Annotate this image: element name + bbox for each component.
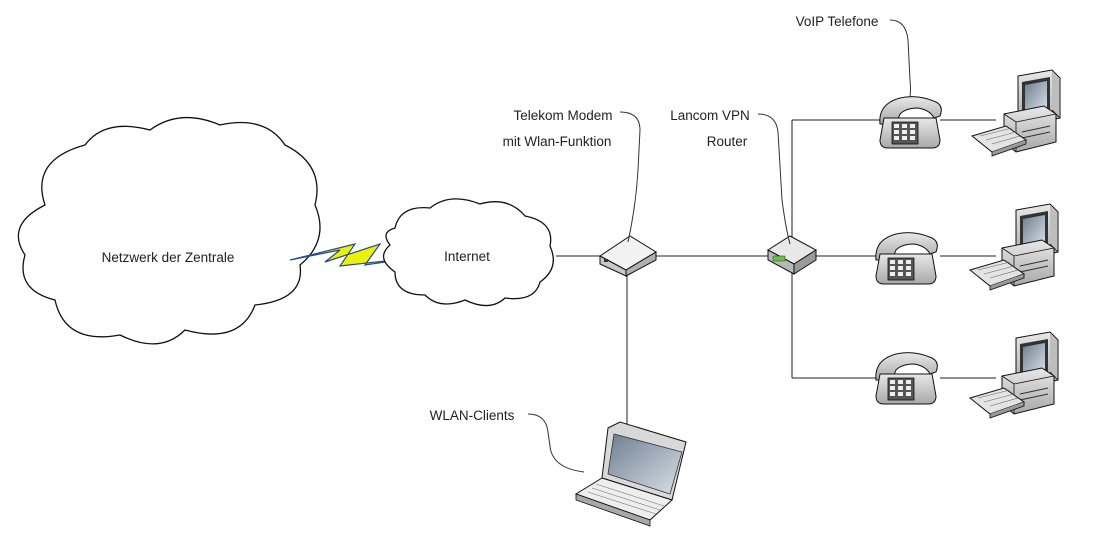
voip-phone-icon bbox=[875, 352, 938, 405]
modem-label-line2: mit Wlan-Funktion bbox=[503, 134, 612, 149]
lightning-link-icon bbox=[289, 242, 413, 267]
router-callout-line bbox=[757, 113, 791, 245]
central-network-cloud: Netzwerk der Zentrale bbox=[17, 116, 321, 345]
router-label-line1: Lancom VPN bbox=[670, 108, 750, 123]
central-network-label: Netzwerk der Zentrale bbox=[102, 250, 235, 265]
wlan-callout-line bbox=[527, 413, 585, 473]
voip-label: VoIP Telefone bbox=[796, 14, 879, 29]
internet-cloud: Internet bbox=[383, 198, 554, 307]
workstation-computer-icon bbox=[971, 69, 1061, 157]
wlan-clients-label: WLAN-Clients bbox=[430, 408, 515, 423]
voip-phone-icon bbox=[879, 96, 942, 149]
router-icon bbox=[767, 235, 817, 275]
voip-phone-icon bbox=[875, 232, 938, 285]
internet-label: Internet bbox=[444, 249, 490, 264]
laptop-icon bbox=[574, 421, 687, 527]
workstation-computer-icon bbox=[969, 331, 1059, 419]
modem-label-line1: Telekom Modem bbox=[513, 108, 612, 123]
workstation-computer-icon bbox=[969, 203, 1059, 291]
connection-lines bbox=[556, 119, 996, 428]
modem-icon bbox=[599, 235, 657, 277]
voip-callout-line bbox=[889, 19, 911, 109]
modem-callout-line bbox=[619, 111, 641, 243]
router-label-line2: Router bbox=[707, 134, 748, 149]
